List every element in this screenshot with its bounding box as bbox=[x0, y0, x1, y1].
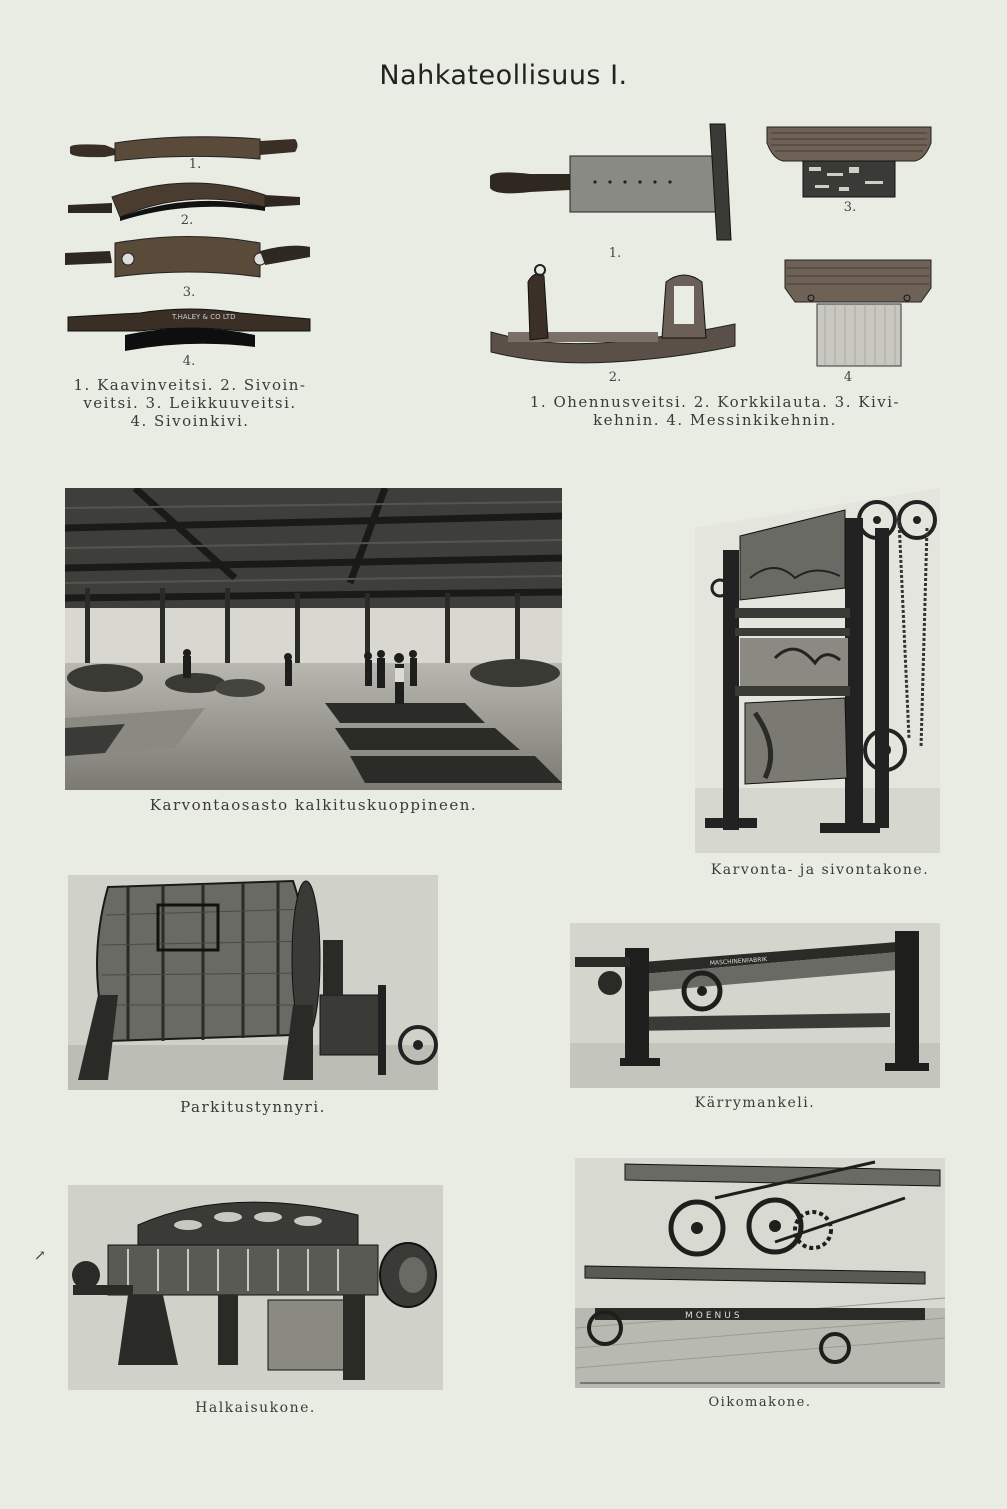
tools-right-number-4: 4 bbox=[843, 370, 853, 385]
tools-left-illustration: T.HALEY & CO LTD bbox=[60, 125, 320, 370]
parkitustynnyri-illustration bbox=[68, 875, 438, 1090]
tools-left-caption-line-3: 4. Sivoinkivi. bbox=[130, 412, 250, 430]
kivikehnin-illustration bbox=[765, 125, 933, 203]
sivoinkivi-figure: T.HALEY & CO LTD bbox=[67, 308, 311, 351]
tools-right-caption-line-1: 1. Ohennusveitsi. 2. Korkkilauta. 3. Kiv… bbox=[529, 393, 901, 411]
margin-mark: ↗ bbox=[34, 1248, 46, 1264]
karvontaosasto-photo bbox=[65, 488, 562, 790]
ohennusveitsi-illustration bbox=[485, 120, 745, 250]
tools-left-caption: 1. Kaavinveitsi. 2. Sivoin- veitsi. 3. L… bbox=[55, 376, 325, 430]
leikkuuveitsi-figure bbox=[65, 236, 310, 278]
tools-left-number-4: 4. bbox=[182, 354, 196, 369]
tools-right-caption: 1. Ohennusveitsi. 2. Korkkilauta. 3. Kiv… bbox=[490, 393, 940, 429]
tools-right-number-1: 1. bbox=[608, 246, 622, 261]
tools-right-number-2: 2. bbox=[608, 370, 622, 385]
korkkilauta-illustration bbox=[488, 262, 738, 370]
knife-stamp: T.HALEY & CO LTD bbox=[171, 313, 235, 321]
tools-left-caption-line-1: 1. Kaavinveitsi. 2. Sivoin- bbox=[73, 376, 307, 394]
tools-left-caption-line-2: veitsi. 3. Leikkuuveitsi. bbox=[83, 394, 297, 412]
tools-left-number-1: 1. bbox=[188, 157, 202, 172]
karvonta-kone-caption: Karvonta- ja sivontakone. bbox=[710, 862, 930, 878]
tools-right-caption-line-2: kehnin. 4. Messinkikehnin. bbox=[593, 411, 837, 429]
karvonta-kone-illustration bbox=[695, 488, 940, 853]
parkitustynnyri-caption: Parkitustynnyri. bbox=[180, 1098, 326, 1116]
sivoinveitsi-figure bbox=[68, 182, 300, 221]
oikomakone-illustration: MOENUS bbox=[575, 1158, 945, 1388]
machine-plate-text: MASCHINENFABRIK bbox=[710, 956, 769, 967]
halkaisukone-caption: Halkaisukone. bbox=[195, 1400, 316, 1416]
messinkikehnin-illustration bbox=[783, 258, 933, 370]
oikomakone-caption: Oikomakone. bbox=[708, 1395, 812, 1410]
tools-right-number-3: 3. bbox=[843, 200, 857, 215]
machine-plate-text-oikoma: MOENUS bbox=[685, 1311, 743, 1321]
halkaisukone-illustration bbox=[68, 1185, 443, 1390]
kaavinveitsi-figure bbox=[70, 136, 298, 162]
page-title: Nahkateollisuus I. bbox=[379, 60, 628, 91]
tools-left-number-3: 3. bbox=[182, 285, 196, 300]
karrymankeli-illustration: MASCHINENFABRIK bbox=[570, 923, 940, 1088]
karrymankeli-caption: Kärrymankeli. bbox=[694, 1095, 816, 1111]
karvontaosasto-caption: Karvontaosasto kalkituskuoppineen. bbox=[149, 796, 478, 814]
tools-left-number-2: 2. bbox=[180, 213, 194, 228]
